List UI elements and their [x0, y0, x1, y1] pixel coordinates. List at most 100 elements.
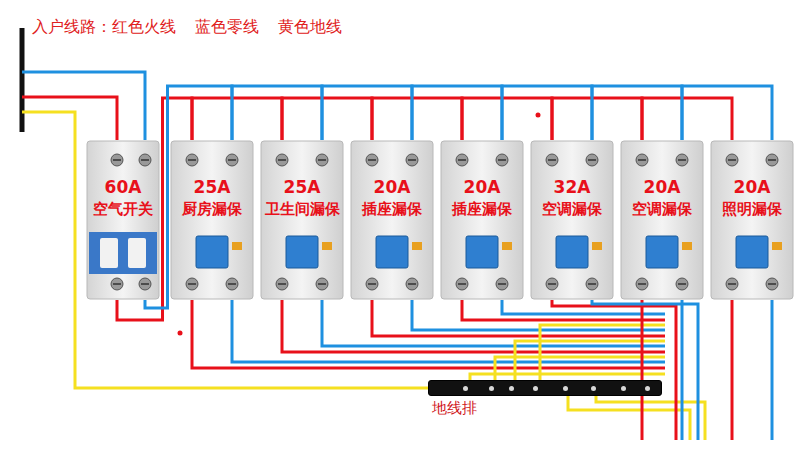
- terminal: [316, 154, 328, 166]
- test-button: [412, 242, 422, 250]
- neutral-wire: [232, 300, 665, 362]
- terminal: [636, 154, 648, 166]
- terminal: [766, 154, 778, 166]
- terminal: [188, 283, 196, 285]
- toggle: [556, 236, 588, 268]
- terminal: [408, 159, 416, 161]
- rating-text: 20A: [644, 176, 681, 198]
- text-block: 25A厨房漏保: [170, 176, 254, 220]
- terminal: [186, 278, 198, 290]
- terminal: [226, 154, 238, 166]
- terminal: [456, 154, 468, 166]
- breaker-box: 20A空调漏保: [620, 140, 704, 300]
- breaker-body: [351, 141, 433, 299]
- neutral-wire: [322, 86, 412, 140]
- terminal: [588, 159, 596, 161]
- screw: [489, 386, 494, 391]
- terminal: [678, 159, 686, 161]
- circuit-name: 插座漏保: [452, 198, 512, 220]
- live-wire: [731, 300, 734, 440]
- screw: [533, 386, 538, 391]
- terminal: [276, 278, 288, 290]
- ground-bar-body: [428, 380, 662, 396]
- earth-wire: [540, 325, 665, 380]
- live-wire: [552, 300, 676, 440]
- neutral-wire: [232, 86, 322, 140]
- terminal: [728, 159, 736, 161]
- terminal: [548, 159, 556, 161]
- live-wire: [192, 98, 282, 140]
- terminal: [278, 159, 286, 161]
- earth-wire: [596, 396, 705, 440]
- terminal: [226, 278, 238, 290]
- breaker-body: [531, 141, 613, 299]
- terminal: [188, 159, 196, 161]
- text-block: 32A空调漏保: [530, 176, 614, 220]
- test-button: [232, 242, 242, 250]
- breaker-symbol: [440, 140, 524, 300]
- node-label: 地线排: [432, 399, 477, 418]
- terminal: [316, 278, 328, 290]
- text-block: 20A空调漏保: [620, 176, 704, 220]
- dot: [536, 113, 541, 118]
- neutral-wire: [412, 86, 502, 140]
- terminal: [278, 283, 286, 285]
- terminal: [186, 154, 198, 166]
- earth-wire: [495, 357, 665, 380]
- toggle: [376, 236, 408, 268]
- terminal: [636, 278, 648, 290]
- text-block: 20A插座漏保: [350, 176, 434, 220]
- text-block: 20A照明漏保: [710, 176, 794, 220]
- breaker-box: 32A空调漏保: [530, 140, 614, 300]
- terminal: [139, 278, 151, 290]
- neutral-wire: [682, 86, 772, 140]
- dot: [178, 331, 183, 336]
- terminal: [141, 283, 149, 285]
- test-button: [772, 242, 782, 250]
- neutral-wire: [592, 300, 698, 440]
- text-block: 60A空气开关: [86, 176, 160, 220]
- live-wire: [552, 98, 642, 140]
- terminal: [638, 159, 646, 161]
- terminal: [368, 283, 376, 285]
- breaker-body: [171, 141, 253, 299]
- terminal: [586, 154, 598, 166]
- neutral-wire: [502, 86, 592, 140]
- terminal: [139, 154, 151, 166]
- terminal: [726, 278, 738, 290]
- ground-bar: 地线排: [428, 380, 662, 420]
- screw: [591, 386, 596, 391]
- terminal: [498, 159, 506, 161]
- neutral-wire: [592, 86, 682, 140]
- breaker-symbol: [530, 140, 614, 300]
- terminal: [111, 154, 123, 166]
- terminal: [368, 159, 376, 161]
- terminal: [678, 283, 686, 285]
- terminal: [768, 159, 776, 161]
- screw: [509, 386, 514, 391]
- neutral-wire: [681, 300, 684, 440]
- live-wire: [641, 300, 644, 440]
- terminal: [228, 283, 236, 285]
- circuit-name: 空调漏保: [632, 198, 692, 220]
- title: 入户线路：红色火线 蓝色零线 黄色地线: [30, 17, 344, 38]
- test-button: [322, 242, 332, 250]
- rating-text: 25A: [194, 176, 231, 198]
- breaker-symbol: [86, 140, 160, 300]
- terminal: [406, 278, 418, 290]
- breaker-box: 20A照明漏保: [710, 140, 794, 300]
- breaker-body: [87, 141, 159, 299]
- terminal: [113, 159, 121, 161]
- terminal: [496, 278, 508, 290]
- test-button: [682, 242, 692, 250]
- breaker-body: [621, 141, 703, 299]
- circuit-name: 空气开关: [93, 198, 153, 220]
- terminal: [676, 278, 688, 290]
- terminal: [676, 154, 688, 166]
- terminal: [113, 283, 121, 285]
- incoming-bar: [20, 28, 25, 132]
- live-wire: [282, 98, 372, 140]
- live-wire: [372, 98, 462, 140]
- terminal: [111, 278, 123, 290]
- test-button: [502, 242, 512, 250]
